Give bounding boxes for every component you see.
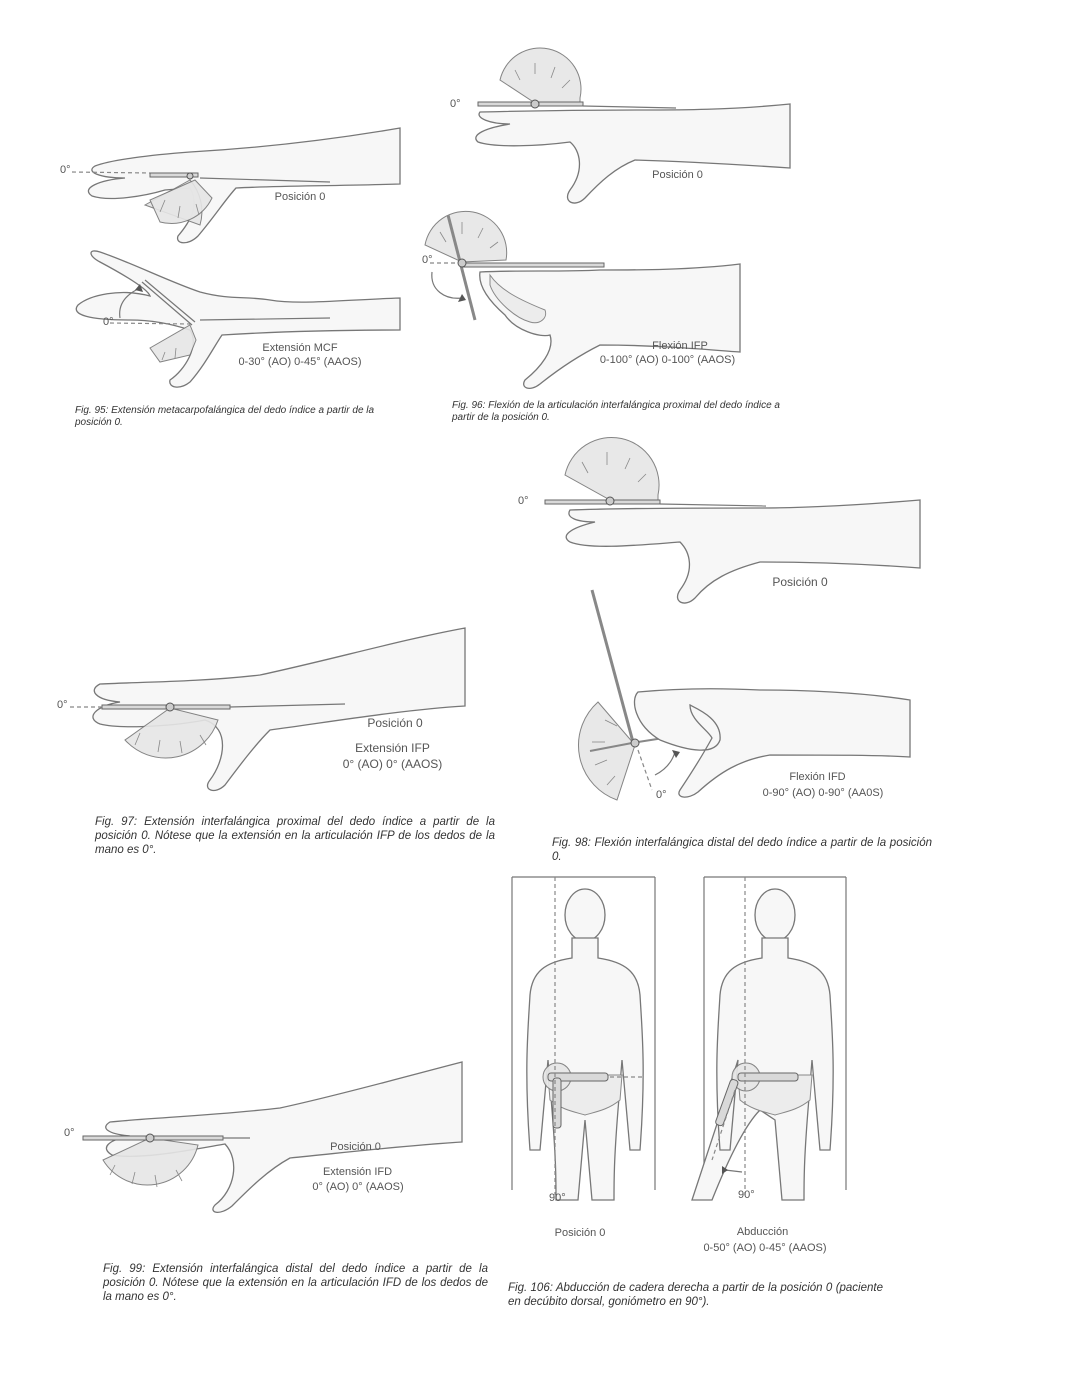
position-label: Posición 0 — [772, 575, 828, 589]
zero-degree-label: 0° — [518, 495, 529, 507]
figure-caption: Fig. 96: Flexión de la articulación inte… — [452, 400, 780, 423]
measure-range: 0-30° (AO) 0-45° (AAOS) — [238, 356, 362, 368]
position-label: Posición 0 — [367, 716, 423, 730]
angle-label: 90° — [549, 1192, 566, 1204]
measure-title: Extensión IFD — [322, 1166, 393, 1178]
zero-degree-label: 0° — [103, 316, 114, 328]
zero-degree-label: 0° — [64, 1127, 75, 1139]
figure-caption: Fig. 98: Flexión interfalángica distal d… — [552, 837, 932, 863]
position-label: Posición 0 — [652, 169, 703, 181]
measure-title: Abducción — [736, 1226, 789, 1238]
measure-title: Flexión IFP — [652, 340, 708, 352]
figure-caption: Fig. 95: Extensión metacarpofalángica de… — [75, 405, 375, 428]
measure-range: 0° (AO) 0° (AAOS) — [342, 757, 443, 771]
figure-caption: Fig. 106: Abducción de cadera derecha a … — [508, 1282, 883, 1308]
measure-title: Extensión IFP — [355, 741, 430, 755]
measure-range: 0° (AO) 0° (AAOS) — [312, 1181, 404, 1193]
zero-degree-label: 0° — [422, 254, 433, 266]
measure-title: Flexión IFD — [789, 771, 846, 783]
measure-range: 0-90° (AO) 0-90° (AA0S) — [762, 787, 884, 799]
measure-range: 0-100° (AO) 0-100° (AAOS) — [599, 354, 736, 366]
zero-degree-label: 0° — [57, 699, 68, 711]
measure-title: Extensión MCF — [262, 342, 338, 354]
position-label: Posición 0 — [274, 191, 326, 203]
position-label: Posición 0 — [330, 1141, 381, 1153]
position-label: Posición 0 — [554, 1227, 606, 1239]
measure-range: 0-50° (AO) 0-45° (AAOS) — [703, 1242, 827, 1254]
figure-caption: Fig. 99: Extensión interfalángica distal… — [103, 1263, 488, 1303]
zero-degree-label: 0° — [450, 98, 461, 110]
angle-label: 90° — [738, 1189, 755, 1201]
figure-caption: Fig. 97: Extensión interfalángica proxim… — [95, 816, 495, 856]
zero-degree-label: 0° — [656, 789, 667, 801]
zero-degree-label: 0° — [60, 164, 71, 176]
